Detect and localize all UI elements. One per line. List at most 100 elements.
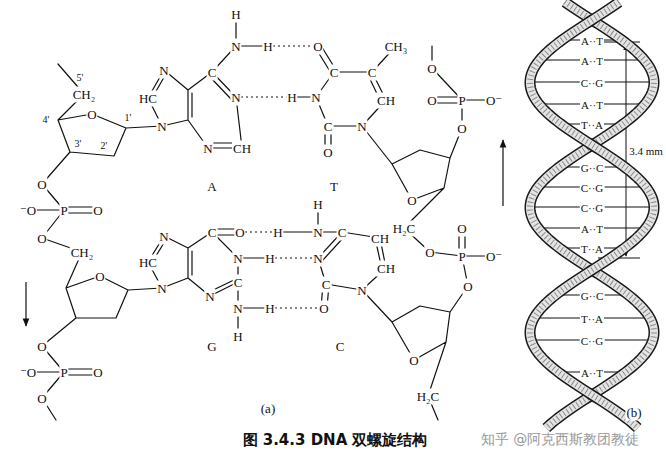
atom-label: O [406,193,417,209]
base-pair-label: A··T [580,55,604,67]
strand-direction-arrow [25,282,26,326]
base-pair-label: C··G [580,202,605,214]
atom-label: H [264,251,275,267]
atom-label: CH [232,141,252,157]
atom-label: O [36,339,47,355]
base-pair-label: T··A [580,313,604,325]
base-pair-label: C··G [580,182,605,194]
atom-label: N [232,251,243,267]
base-pair-label: T··A [580,243,604,255]
base-pair-label: G··C [580,162,605,174]
atom-label: O [36,231,47,247]
atom-label: C [367,65,378,81]
atom-label: CH [376,93,396,109]
atom-label: H₂C [416,389,441,405]
panel-label: (b) [625,405,642,421]
atom-label: O [92,203,103,219]
base-pair-label: T··A [580,119,604,131]
atom-label: N [230,90,241,106]
atom-label: O [36,391,47,407]
atom-label: ⁻O [19,203,37,219]
atom-label: O [322,145,333,161]
atom-label: O [408,353,419,369]
atom-label: O [94,269,105,285]
strand-direction-arrow [502,140,503,206]
helix-strand [530,2,654,428]
atom-label: O [92,365,103,381]
atom-label: O [426,93,437,109]
atom-label: CH [370,231,390,247]
atom-label: N [158,63,169,79]
helix-strand [530,2,654,428]
helix-strand [530,2,654,428]
atom-label: C [329,65,340,81]
atom-label: CH₃ [384,39,409,55]
atom-label: H [312,197,323,213]
prime-label: 5' [76,72,85,83]
base-pair-label: A··T [580,223,604,235]
atom-label: N [230,39,241,55]
atom-label: C [321,277,332,293]
atom-label: O [312,39,323,55]
atom-label: O [86,107,97,123]
base-letter: G [206,339,217,355]
base-letter: T [329,179,339,195]
hydrogen-bonds [236,46,324,308]
covalent-bonds [28,14,494,420]
panel-label: (a) [260,401,276,417]
atom-label: C [337,225,348,241]
helix-strand [530,2,654,428]
atom-label: ⁻O [19,365,37,381]
atom-label: P [59,203,68,219]
atom-label: P [59,365,68,381]
atom-label: C [207,65,218,81]
atom-label: H [272,225,283,241]
atom-label: N [356,119,367,135]
atom-label: N [156,119,167,135]
prime-label: 2' [100,140,109,151]
atom-label: H [262,39,273,55]
atom-label: N [158,229,169,245]
atom-label: CH₂ [70,245,95,261]
atom-label: P [457,249,466,265]
atom-label: H₂C [392,221,417,237]
atom-label: O [462,279,473,295]
atom-label: N [156,281,167,297]
base-pair-label: G··C [580,290,605,302]
prime-label: 4' [42,114,51,125]
atom-label: O [234,225,245,241]
figure-caption: 图 3.4.3 DNA 双螺旋结构 [242,431,429,450]
base-pair-label: C··G [580,77,605,89]
atom-label: N [356,283,367,299]
atom-label: HC [138,255,158,271]
atom-label: C [323,119,334,135]
atom-label: O [456,221,467,237]
atom-label: N [202,141,213,157]
atom-label: H [232,329,243,345]
prime-label: 3' [74,138,83,149]
prime-label: 1' [124,112,133,123]
atom-label: H [286,90,297,106]
base-pair-label: A··T [580,35,604,47]
dimension-label: 3.4 mm [628,145,664,157]
atom-label: N [232,301,243,317]
atom-label: O [424,245,435,261]
atom-label: H [264,301,275,317]
atom-label: N [204,289,215,305]
watermark: 知乎 @阿克西斯教团教徒 [480,431,640,449]
base-pair-label: C··G [580,335,605,347]
atom-label: HC [138,91,158,107]
atom-label: N [312,251,323,267]
atom-label: H [230,7,241,23]
base-letter: C [335,339,346,355]
helix-strand [530,2,654,428]
base-pair-label: A··T [580,99,604,111]
base-pair-label: A··T [580,367,604,379]
atom-label: P [457,93,466,109]
helix-strand [530,2,654,428]
atom-label: C [233,275,244,291]
base-letter: A [206,179,217,195]
atom-label: O [318,301,329,317]
atom-label: CH [376,261,396,277]
atom-label: C [207,225,218,241]
